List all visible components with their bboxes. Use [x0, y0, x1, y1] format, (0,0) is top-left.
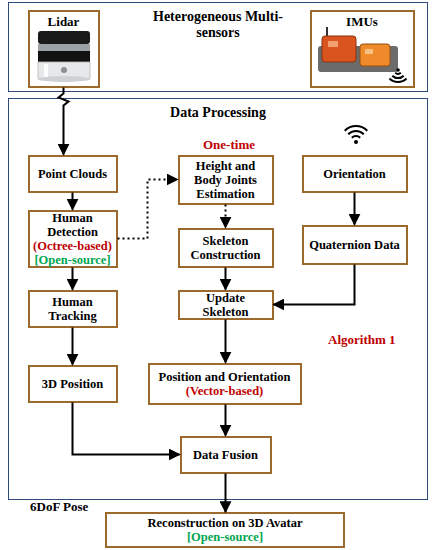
wireless-dot: [396, 68, 400, 72]
process-box: Quaternion Data: [302, 225, 408, 265]
wireless-symbol: [390, 68, 407, 82]
flow-arrow: [73, 403, 180, 455]
sensor-box: Lidar: [28, 10, 100, 88]
node-text: Point Clouds: [38, 167, 107, 181]
process-box: Data Fusion: [180, 436, 272, 474]
flow-arrow: [59, 88, 69, 155]
wireless-dot: [354, 140, 358, 144]
lidar-logo: [61, 67, 67, 73]
node-text: Height and Body Joints Estimation: [183, 159, 269, 201]
flow-arrow: [225, 205, 227, 228]
process-box: Update Skeleton: [178, 290, 274, 320]
flow-arrow: [225, 268, 227, 290]
output-box: Reconstruction on 3D Avatar[Open-source]: [105, 512, 345, 548]
wireless-arc: [348, 131, 364, 134]
group-box: Data ProcessingPoint Clouds Height and Bo…: [8, 98, 428, 500]
node-text: Reconstruction on 3D Avatar: [148, 516, 303, 530]
process-box: Orientation: [302, 155, 408, 193]
node-text: Skeleton Construction: [183, 234, 269, 262]
imu-device-detail: [328, 41, 338, 47]
node-text: [Open-source]: [187, 530, 263, 544]
flow-arrow: [354, 193, 356, 225]
node-text: Quaternion Data: [309, 238, 400, 252]
node-text: Orientation: [323, 167, 386, 181]
flow-arrow: [72, 328, 74, 365]
flow-arrow: [225, 320, 227, 363]
wireless-arc: [390, 79, 407, 83]
flow-arrow: [225, 474, 227, 513]
edge-label: 6DoF Pose: [30, 499, 88, 515]
wireless-arc: [345, 126, 368, 131]
process-box: Height and Body Joints Estimation: [178, 155, 274, 205]
note-label: Algorithm 1: [328, 332, 396, 348]
node-text: IMUs: [312, 15, 413, 30]
node-text: Data Fusion: [193, 448, 258, 462]
process-box: 3D Position: [28, 365, 118, 403]
process-box: Position and Orientation(Vector-based): [148, 363, 302, 405]
node-text: (Octree-based): [33, 239, 112, 253]
lidar-body: [38, 62, 90, 79]
imu-antenna: [326, 27, 328, 36]
process-box: Point Clouds: [28, 155, 118, 193]
flow-arrow: [225, 405, 227, 436]
node-text: [Open-source]: [34, 253, 110, 267]
sensor-box: IMUs: [310, 10, 415, 88]
flow-arrow: [274, 265, 355, 305]
lidar-window: [38, 51, 90, 62]
node-text: Position and Orientation: [159, 370, 291, 384]
note-label: One-time: [203, 137, 255, 153]
imu-device-detail: [365, 49, 373, 54]
lidar-highlight: [44, 64, 48, 77]
node-text: 3D Position: [42, 377, 103, 391]
imu-base-plate: [318, 46, 398, 72]
process-box: Human Detection(Octree-based)[Open-sourc…: [28, 210, 118, 268]
node-text: Human Tracking: [33, 295, 113, 323]
flow-arrow: [118, 180, 178, 239]
flow-arrow: [72, 268, 74, 290]
group-box: Heterogeneous Multi-sensors Lidar IMUs: [8, 2, 428, 92]
wireless-arc: [392, 76, 403, 78]
node-text: Lidar: [30, 15, 98, 30]
wireless-arc: [352, 136, 360, 138]
node-text: Update Skeleton: [183, 291, 269, 319]
imu-illustration: [318, 27, 398, 72]
wireless-symbol: [345, 126, 368, 144]
lidar-illustration: [38, 31, 90, 82]
lidar-base: [38, 76, 90, 82]
lidar-cap: [38, 31, 90, 44]
group-heading: Heterogeneous Multi-sensors: [153, 9, 283, 41]
imu-device: [360, 44, 390, 66]
process-box: Human Tracking: [28, 290, 118, 328]
node-text: Human Detection: [33, 211, 113, 239]
wireless-arc: [395, 73, 401, 74]
process-box: Skeleton Construction: [178, 228, 274, 268]
node-text: (Vector-based): [186, 384, 264, 398]
imu-device: [322, 36, 356, 62]
flow-arrow: [72, 193, 74, 210]
group-heading: Data Processing: [118, 105, 318, 121]
lidar-ring: [38, 44, 90, 51]
